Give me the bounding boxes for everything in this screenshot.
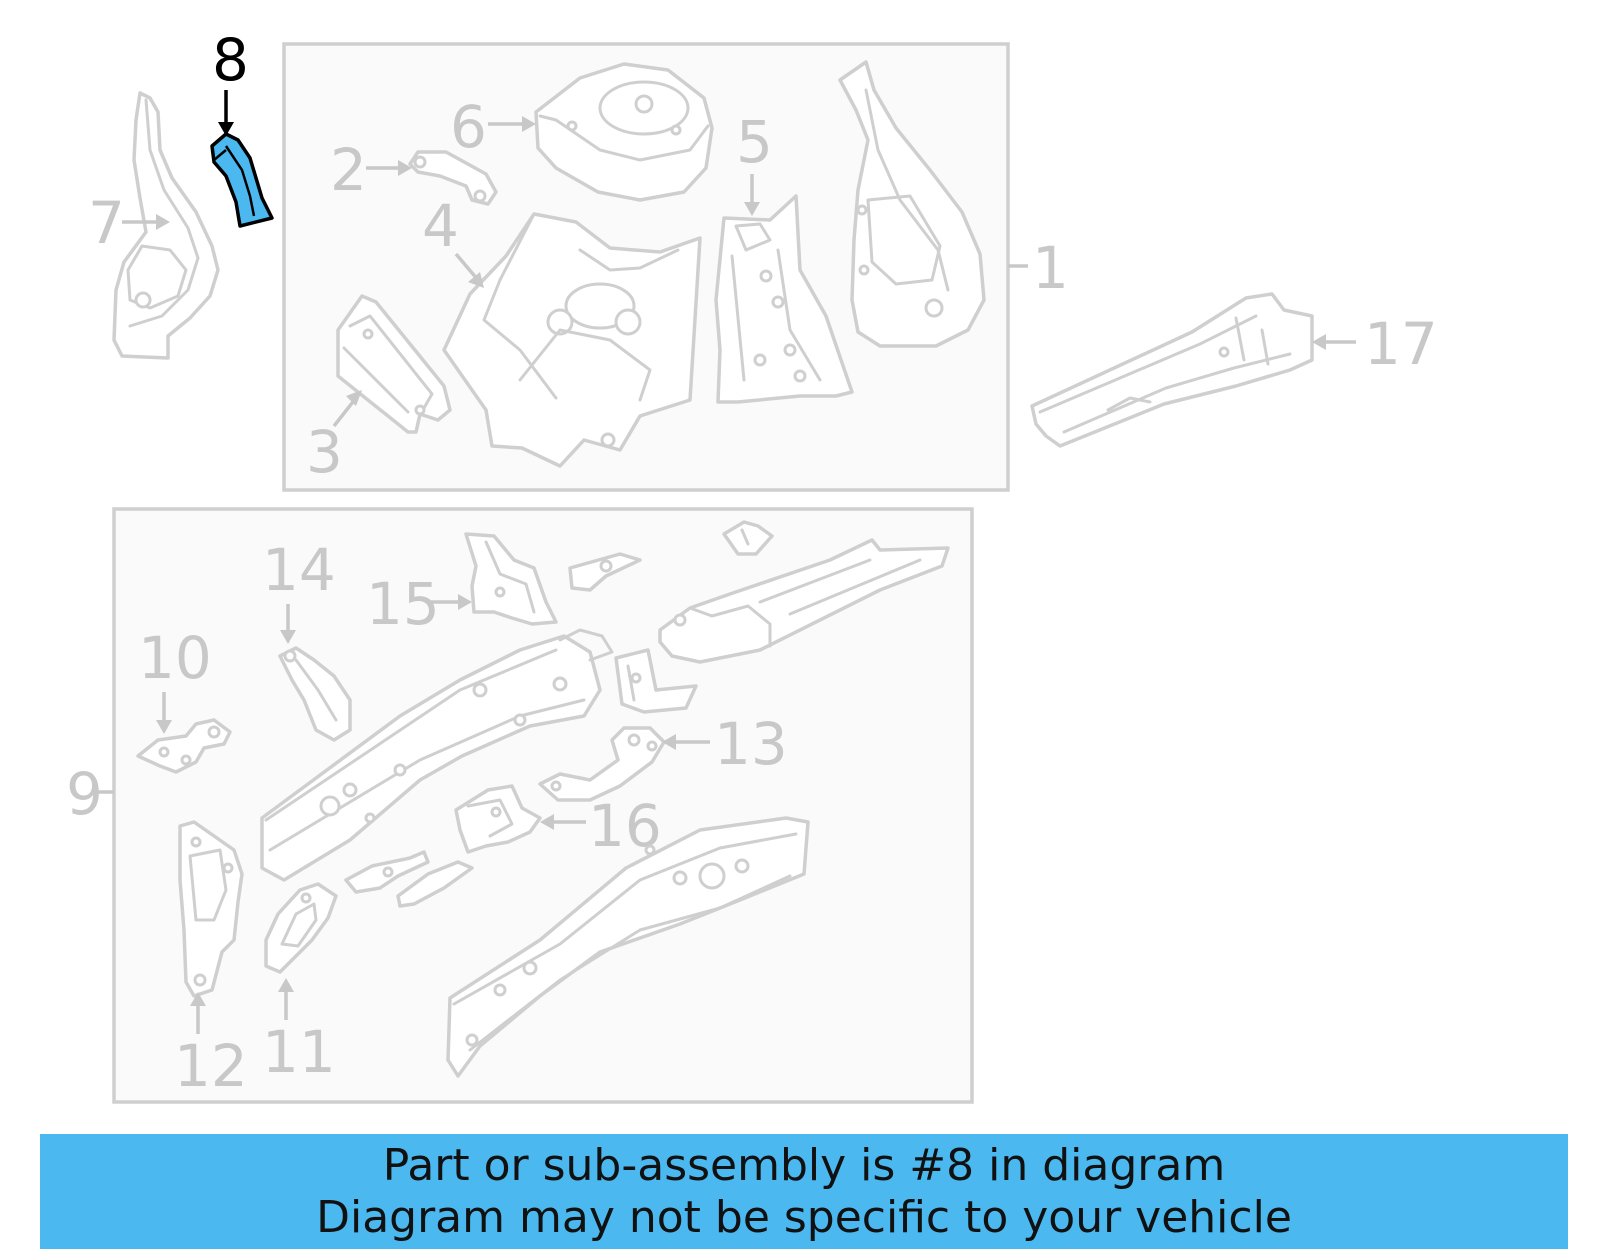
leader-11: 11 [262, 978, 336, 1086]
leader-7: 7 [88, 189, 170, 257]
callout-6: 6 [450, 93, 487, 161]
callout-4: 4 [422, 192, 459, 260]
leader-14: 14 [262, 536, 336, 644]
leader-5: 5 [736, 108, 773, 216]
part-upper-rail[interactable] [658, 538, 950, 664]
leader-13: 13 [662, 710, 788, 778]
part-strip-b[interactable] [396, 860, 474, 908]
part-16[interactable] [454, 784, 542, 854]
callout-9: 9 [66, 760, 103, 828]
part-small-plate[interactable] [568, 552, 642, 592]
callout-15: 15 [366, 570, 440, 638]
leader-8: 8 [212, 26, 249, 136]
part-12[interactable] [178, 820, 244, 998]
part-lower-rail[interactable] [446, 816, 810, 1078]
leader-10: 10 [138, 624, 212, 734]
callout-17: 17 [1364, 310, 1438, 378]
part-7[interactable] [112, 91, 220, 360]
part-6[interactable] [534, 62, 714, 202]
part-front-rail[interactable] [260, 628, 614, 882]
callout-12: 12 [174, 1032, 248, 1100]
callout-11: 11 [262, 1018, 336, 1086]
part-14[interactable] [278, 646, 352, 742]
banner-line-2: Diagram may not be specific to your vehi… [316, 1191, 1292, 1243]
leader-12: 12 [174, 992, 248, 1100]
callout-1: 1 [1032, 234, 1069, 302]
part-11[interactable] [264, 882, 338, 974]
callout-7: 7 [88, 189, 125, 257]
callout-14: 14 [262, 536, 336, 604]
leader-17: 17 [1312, 310, 1438, 378]
leader-1: 1 [1008, 234, 1069, 302]
banner-line-1: Part or sub-assembly is #8 in diagram [382, 1139, 1226, 1191]
leader-9: 9 [66, 760, 114, 828]
callout-8: 8 [212, 26, 249, 94]
part-13[interactable] [538, 726, 666, 802]
part-strip-a[interactable] [344, 850, 430, 894]
leader-4: 4 [422, 192, 484, 288]
part-1-pillar[interactable] [838, 60, 986, 348]
part-8-highlighted[interactable] [210, 132, 274, 228]
part-small-clip[interactable] [722, 520, 774, 556]
callout-13: 13 [714, 710, 788, 778]
part-3[interactable] [336, 294, 452, 434]
part-17[interactable] [1030, 292, 1314, 448]
callout-5: 5 [736, 108, 773, 176]
info-banner: Part or sub-assembly is #8 in diagram Di… [40, 1134, 1568, 1249]
part-bracket-a[interactable] [614, 648, 698, 714]
part-10[interactable] [136, 718, 232, 774]
leader-2: 2 [330, 136, 412, 204]
part-2[interactable] [408, 150, 498, 206]
part-4[interactable] [442, 212, 702, 468]
callout-10: 10 [138, 624, 212, 692]
part-5[interactable] [714, 194, 854, 404]
leader-3: 3 [306, 390, 362, 486]
callout-2: 2 [330, 136, 367, 204]
callout-3: 3 [306, 418, 343, 486]
part-15[interactable] [464, 532, 558, 626]
leader-15: 15 [366, 570, 472, 638]
leader-6: 6 [450, 93, 536, 161]
